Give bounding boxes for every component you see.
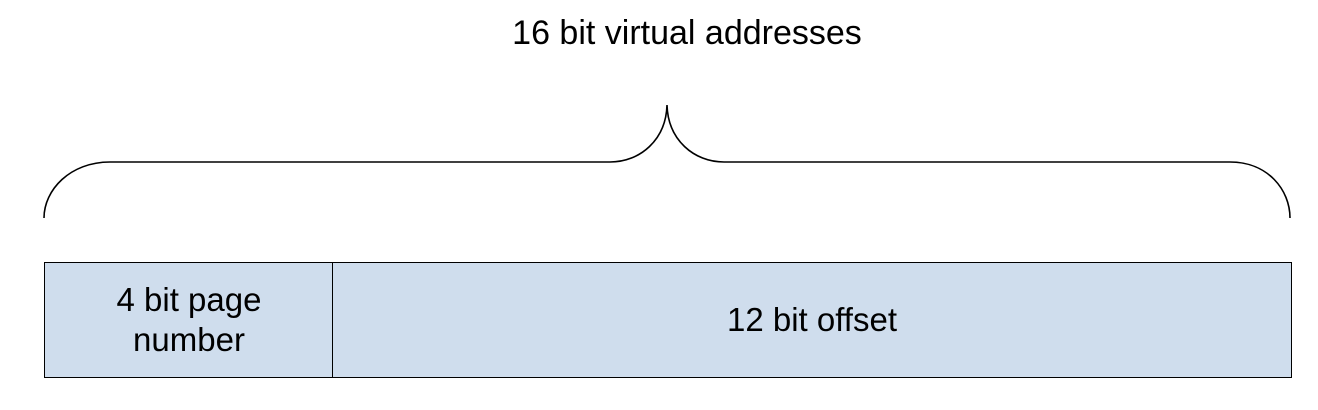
page-number-label: 4 bit page number xyxy=(116,281,262,358)
diagram-title: 16 bit virtual addresses xyxy=(512,14,862,52)
offset-label: 12 bit offset xyxy=(726,301,897,338)
offset-field: 12 bit offset xyxy=(332,262,1292,378)
brace-path xyxy=(43,104,1291,219)
page-number-field: 4 bit page number xyxy=(44,262,334,378)
